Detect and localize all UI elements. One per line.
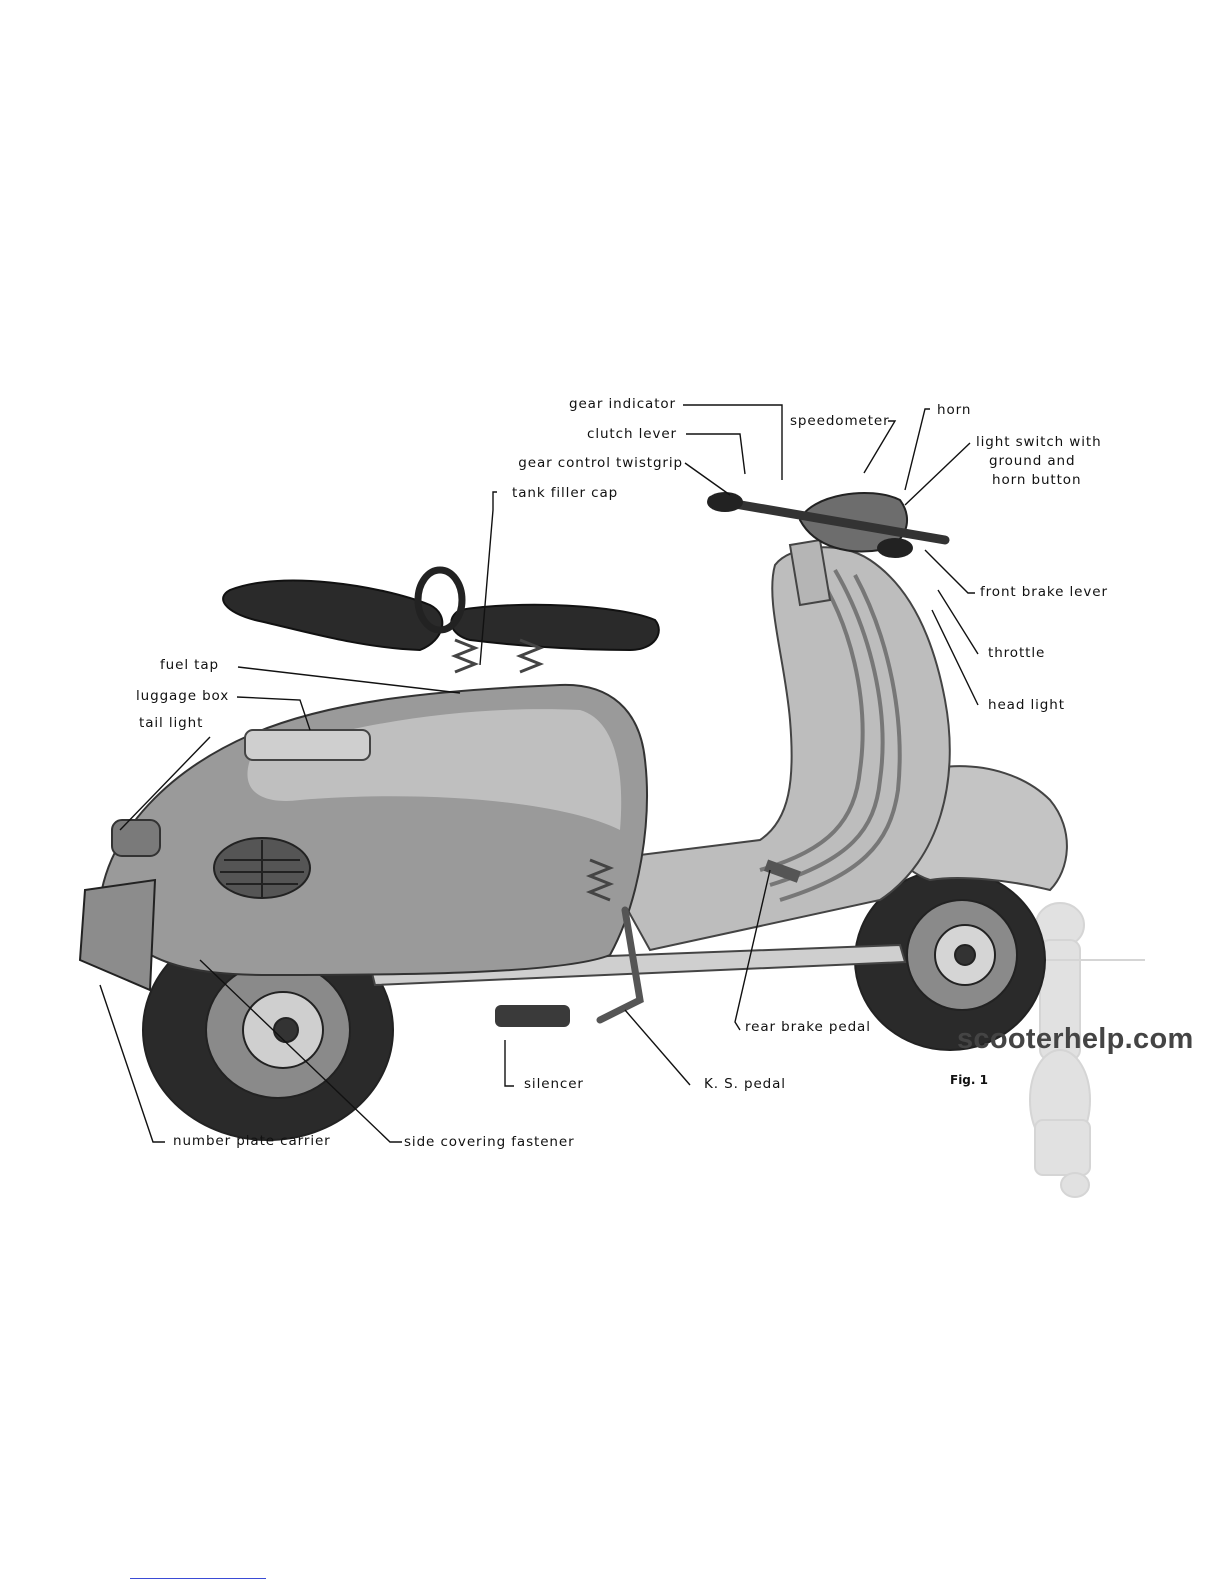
- label-clutch-lever: clutch lever: [587, 426, 677, 442]
- label-throttle: throttle: [988, 645, 1045, 661]
- footer-rule: [130, 1578, 266, 1579]
- label-speedometer: speedometer: [790, 413, 890, 429]
- label-ks-pedal: K. S. pedal: [704, 1076, 786, 1092]
- rider-seat: [223, 581, 442, 650]
- label-tank-filler-cap: tank filler cap: [512, 485, 618, 501]
- label-silencer: silencer: [524, 1076, 584, 1092]
- right-grip: [877, 538, 913, 558]
- vent-grille: [214, 838, 310, 898]
- label-gear-indicator: gear indicator: [569, 396, 676, 412]
- label-number-plate-carrier: number plate carrier: [173, 1133, 331, 1149]
- label-gear-control-twistgrip: gear control twistgrip: [518, 455, 683, 471]
- label-side-covering-fastener: side covering fastener: [404, 1134, 575, 1150]
- label-light-switch-1: light switch with: [976, 434, 1102, 450]
- number-plate: [80, 880, 155, 990]
- left-grip: [707, 492, 743, 512]
- label-light-switch-2: ground and: [989, 453, 1075, 469]
- label-luggage-box: luggage box: [136, 688, 229, 704]
- label-horn: horn: [937, 402, 971, 418]
- label-tail-light: tail light: [139, 715, 203, 731]
- silencer-shape: [495, 1005, 570, 1027]
- label-front-brake-lever: front brake lever: [980, 584, 1108, 600]
- figure-caption: Fig. 1: [950, 1073, 988, 1087]
- label-head-light: head light: [988, 697, 1065, 713]
- label-rear-brake-pedal: rear brake pedal: [745, 1019, 871, 1035]
- watermark-text: scooterhelp.com: [957, 1023, 1194, 1056]
- label-fuel-tap: fuel tap: [160, 657, 219, 673]
- tail-light-shape: [112, 820, 160, 856]
- label-light-switch-3: horn button: [992, 472, 1081, 488]
- luggage-box: [245, 730, 370, 760]
